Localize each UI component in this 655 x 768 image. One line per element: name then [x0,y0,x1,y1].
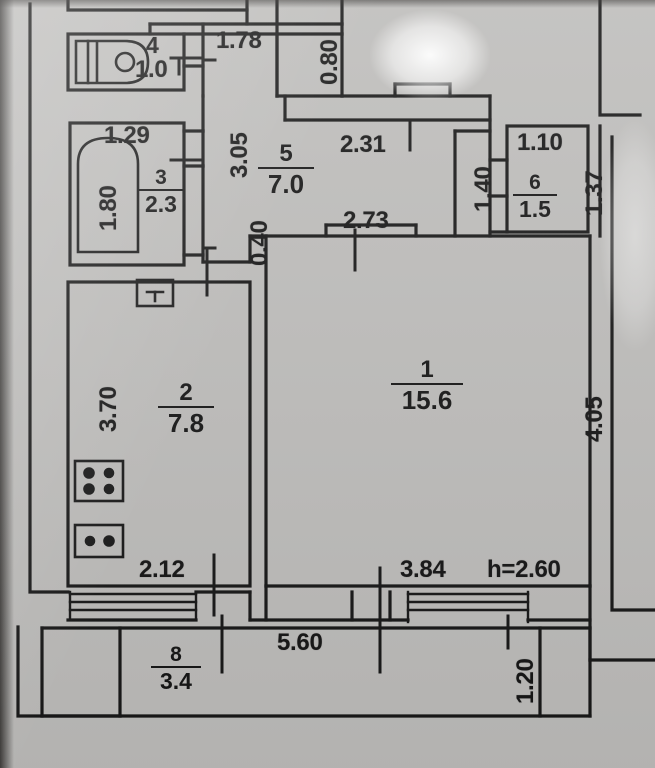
bathtub-fixture-icon [76,136,140,254]
room-6-walls [488,124,590,234]
dimension-1-37: 1.37 [581,170,608,216]
ceiling-height-note: h=2.60 [487,556,561,583]
room-1-walls [264,223,592,588]
dimension-1-10: 1.10 [517,129,563,156]
sink-fixture-icon [73,523,125,559]
room-1-area: 15.6 [391,383,463,413]
room-5-area: 7.0 [258,167,314,197]
outer-wall-bottom-left [16,625,122,718]
room-6-label: 6 1.5 [509,172,561,221]
dimension-3-84: 3.84 [400,556,446,583]
window-living-room [406,590,530,624]
room-2-area: 7.8 [158,406,214,436]
dimension-1-80: 1.80 [95,185,122,231]
dimension-3-70: 3.70 [95,386,122,432]
dimension-0-80: 0.80 [316,39,343,85]
room-5-walls [182,94,268,264]
door-symbol-icon [135,278,175,308]
room-5-label: 5 7.0 [255,142,317,197]
dimension-1-78: 1.78 [216,27,262,54]
dimension-1-40: 1.40 [470,166,497,212]
outer-wall-left [28,2,70,594]
room-8-area: 3.4 [151,666,201,693]
dimension-1-29: 1.29 [104,122,150,149]
room-6-number: 6 [529,171,541,194]
corridor-2-31-walls [453,94,492,238]
room-3-walls [68,121,186,267]
room-8-walls [40,626,592,718]
room-6-area: 1.5 [513,194,557,221]
room-3-label: 3 2.3 [133,167,189,216]
dimension-3-05: 3.05 [226,132,253,178]
room-4-number: 4 [146,32,159,58]
room-1-number: 1 [420,356,434,383]
room-3-number: 3 [155,166,167,189]
room-8-number: 8 [170,643,182,666]
wall-top-right-group [275,32,492,122]
wall-top-group [66,0,344,98]
room-2-label: 2 7.8 [155,381,217,436]
dimension-1-0-toilet: 1.0 [135,56,168,83]
room-5-number: 5 [279,140,293,167]
dimension-4-05: 4.05 [581,396,608,442]
dimension-2-73: 2.73 [343,207,389,234]
dimension-1-20: 1.20 [512,658,539,704]
dimension-5-60: 5.60 [277,629,323,656]
toilet-fixture-icon [74,39,150,85]
room-1-label: 1 15.6 [388,358,466,413]
window-kitchen [68,590,198,622]
room-8-label: 8 3.4 [148,644,204,693]
outer-wall-right [598,0,655,612]
dimension-0-40: 0.40 [246,220,273,266]
room-3-area: 2.3 [138,189,184,216]
balcony-right-wall [588,626,655,718]
wall-bottom-band [66,584,592,662]
dimension-ticks [169,0,510,674]
dimension-2-12: 2.12 [139,556,185,583]
room-2-number: 2 [179,379,193,406]
stove-fixture-icon [73,459,125,503]
room-2-walls [66,280,252,588]
dimension-2-31: 2.31 [340,131,386,158]
room-4-walls [66,32,205,98]
